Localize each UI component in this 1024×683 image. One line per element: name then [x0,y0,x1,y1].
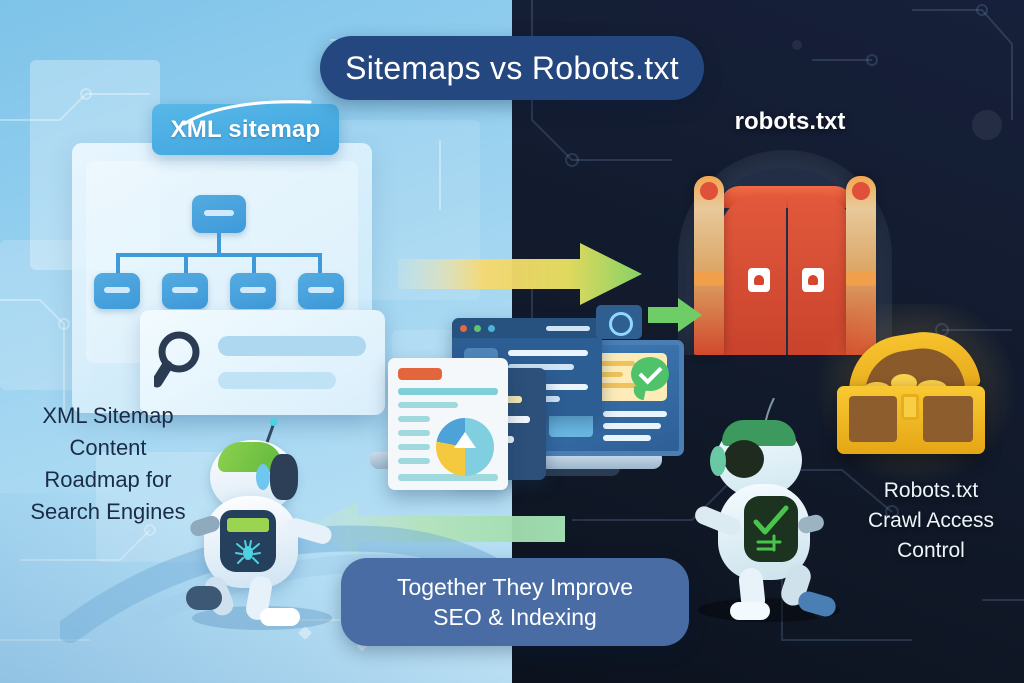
robot-eye [256,464,270,490]
padlock-icon [802,268,824,292]
sitemap-node-parent [192,195,246,233]
bottom-pill-line: Together They Improve [396,574,634,600]
search-field-bar [218,336,366,356]
magnifier-icon [154,331,200,388]
sitemap-node-child [94,273,140,309]
report-document-card [388,358,508,490]
laptop-with-browser-windows [366,300,684,490]
small-arrow-right-green [648,298,702,332]
sitemap-node-child [230,273,276,309]
sitemap-link [184,253,188,275]
robot-eye-panel [724,440,764,478]
sitemap-node-child [162,273,208,309]
left-caption-line: XML Sitemap [42,403,174,428]
search-result-bar [218,372,336,389]
treasure-chest [805,304,1024,494]
sitemap-link [318,253,322,275]
right-caption-line: Robots.txt [883,479,979,502]
bottom-pill-line: SEO & Indexing [433,604,597,630]
sitemap-link [116,253,120,275]
gate-column-right [846,176,876,355]
left-caption-line: Roadmap for [44,467,172,492]
sitemap-link [116,253,322,257]
robots-txt-label: robots.txt [734,108,846,135]
decor-dot [972,110,1002,140]
loading-ring-icon [596,305,642,339]
robot-foot-left [730,602,770,620]
right-caption: Robots.txt Crawl Access Control [836,476,1024,566]
left-caption: XML Sitemap Content Roadmap for Search E… [8,400,208,528]
robot-ear [710,446,726,476]
robot-chest-screen [744,496,798,562]
approved-chat-bubble [631,357,669,391]
right-caption-line: Crawl Access [867,509,995,532]
sitemap-link [217,233,221,255]
chest-clasp [901,394,919,420]
badge-swoosh-decor [182,100,312,126]
page-title: Sitemaps vs Robots.txt [345,49,679,86]
sitemap-search-card [140,310,385,415]
robot-status-bar [227,518,269,532]
left-caption-line: Content [69,435,147,460]
right-caption-line: Control [897,539,965,562]
window-min-dot[interactable] [474,325,481,332]
left-caption-line: Search Engines [30,499,186,524]
pie-chart-icon [436,418,494,476]
robot-chest-screen [220,510,276,572]
crawler-robot-right [692,398,854,624]
arrow-right-gradient [398,243,642,305]
bottom-summary-pill: Together They Improve SEO & Indexing [341,558,689,646]
chest-body [837,386,985,454]
decor-dot [792,40,802,50]
window-close-dot[interactable] [460,325,467,332]
window-max-dot[interactable] [488,325,495,332]
padlock-icon [748,268,770,292]
robots-gate-scene [660,150,910,355]
crawler-robot-left [186,418,346,633]
sitemap-link [252,253,256,275]
xml-sitemap-badge: XML sitemap [152,104,339,155]
robot-eye-panel [270,454,298,500]
spider-bug-icon [235,540,261,564]
green-check-icon [753,505,789,552]
xml-sitemap-badge-label: XML sitemap [170,115,321,143]
gate-column-left [694,176,724,355]
arrow-left-green [300,502,565,556]
robot-foot-right [260,608,300,626]
sitemap-node-child [298,273,344,309]
window-titlebar [452,318,602,338]
doc-tag [398,368,442,380]
robot-foot-left [186,586,222,610]
main-title-pill: Sitemaps vs Robots.txt [320,36,704,100]
